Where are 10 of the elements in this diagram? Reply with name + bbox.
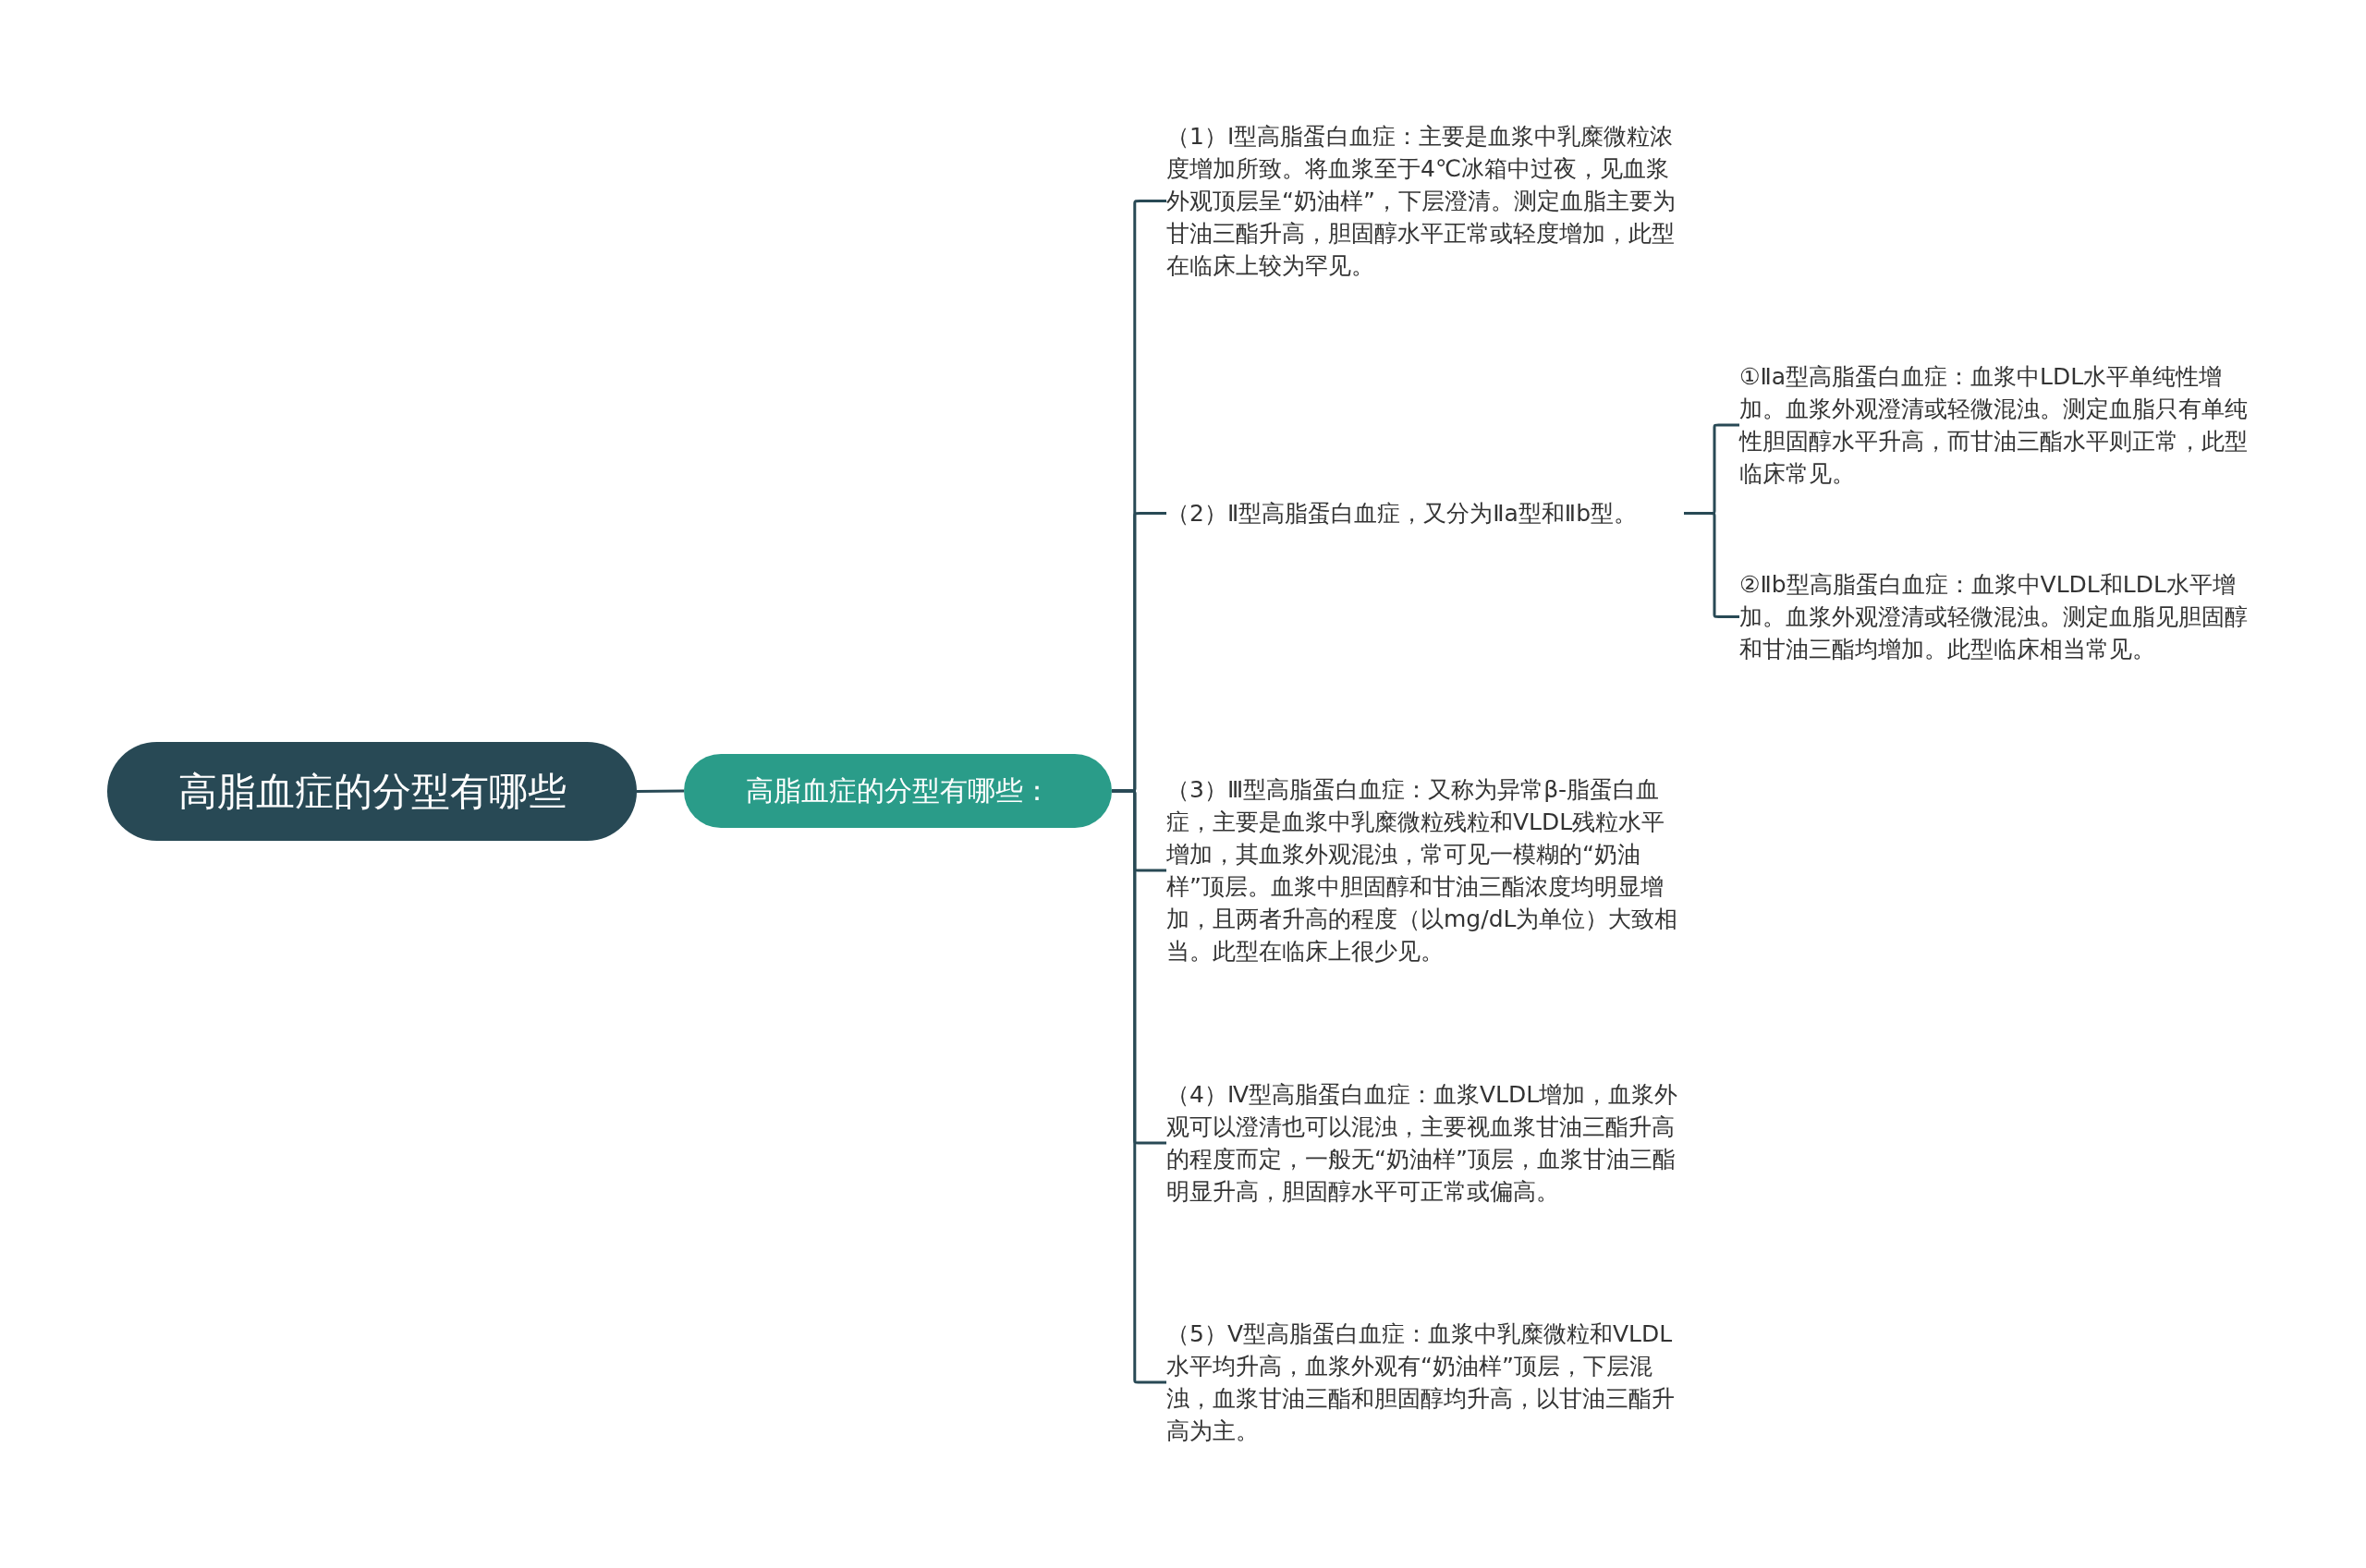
topic-text: ②Ⅱb型高脂蛋白血症：血浆中VLDL和LDL水平增加。血浆外观澄清或轻微混浊。测定血脂见胆固醇和甘油三酯均增加。此型临床相当常见。 (1739, 568, 2257, 665)
root-topic: 高脂血症的分型有哪些 (107, 742, 637, 841)
topic-text: ①Ⅱa型高脂蛋白血症：血浆中LDL水平单纯性增加。血浆外观澄清或轻微混浊。测定血脂只有单纯性胆固醇水平升高，而甘油三酯水平则正常，此型临床常见。 (1739, 360, 2257, 490)
connector-line (637, 789, 684, 793)
topic-text: （3）Ⅲ型高脂蛋白血症：又称为异常β-脂蛋白血症，主要是血浆中乳糜微粒残粒和VLDL残粒水平增加，其血浆外观混浊，常可见一模糊的“奶油样”顶层。血浆中胆固醇和甘油三酯浓度均明显增加，且两者升高的程度（以mg/dL为单位）大致相当。此型在临床上很少见。 (1166, 773, 1684, 967)
topic-text: （2）Ⅱ型高脂蛋白血症，又分为Ⅱa型和Ⅱb型。 (1166, 497, 1684, 529)
topic-text: （1）Ⅰ型高脂蛋白血症：主要是血浆中乳糜微粒浓度增加所致。将血浆至于4℃冰箱中过夜，见血浆外观顶层呈“奶油样”，下层澄清。测定血脂主要为甘油三酯升高，胆固醇水平正常或轻度增加，此型在临床上较为罕见。 (1166, 120, 1684, 282)
subtopic-pill: 高脂血症的分型有哪些： (684, 754, 1112, 828)
topic-text: （4）Ⅳ型高脂蛋白血症：血浆VLDL增加，血浆外观可以澄清也可以混浊，主要视血浆甘油三酯升高的程度而定，一般无“奶油样”顶层，血浆甘油三酯明显升高，胆固醇水平可正常或偏高。 (1166, 1078, 1684, 1208)
topic-text: （5）Ⅴ型高脂蛋白血症：血浆中乳糜微粒和VLDL水平均升高，血浆外观有“奶油样”顶层，下层混浊，血浆甘油三酯和胆固醇均升高，以甘油三酯升高为主。 (1166, 1318, 1684, 1447)
